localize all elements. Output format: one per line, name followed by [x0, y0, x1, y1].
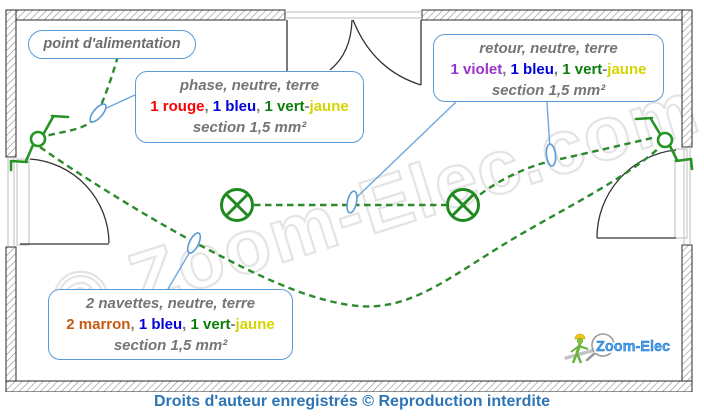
phase-callout-line1: phase, neutre, terre — [179, 77, 320, 94]
cable-marker-supply — [89, 103, 107, 123]
wire-segment: , — [182, 316, 191, 333]
left-door — [20, 158, 110, 245]
supply-point-label: point d'alimentation — [43, 36, 181, 52]
room-walls — [5, 9, 693, 392]
navettes-callout-wires: 2 marron, 1 bleu, 1 vert-jaune — [49, 314, 292, 335]
wire-segment: - — [304, 98, 310, 115]
retour-callout-line3: section 1,5 mm² — [491, 82, 606, 99]
logo-text: Zoom-Elec — [596, 339, 670, 355]
wire-segment: , — [256, 98, 265, 115]
wire-segment: , — [553, 61, 563, 78]
wire-segment: 1 bleu — [138, 316, 183, 333]
wire-segment: 2 marron — [66, 316, 131, 333]
doors — [20, 19, 677, 245]
navettes-callout: 2 navettes, neutre, terre 2 marron, 1 bl… — [48, 289, 293, 360]
wall-top-left — [5, 9, 286, 21]
right-door-leaf — [674, 148, 688, 239]
top-double-door — [286, 19, 422, 86]
right-door — [596, 149, 677, 239]
retour-callout-wires: 1 violet, 1 bleu, 1 vert-jaune — [434, 59, 663, 80]
callout-leaders — [101, 94, 551, 290]
door-frames — [7, 11, 691, 247]
wire-segment: 1 vert — [562, 61, 603, 78]
wire-segment: jaune — [607, 61, 647, 78]
cable-markers — [89, 103, 557, 254]
cable-marker-lamp-link — [346, 190, 358, 214]
wire-segment: jaune — [235, 316, 275, 333]
cable-marker-navettes — [186, 232, 202, 254]
phase-callout-line3: section 1,5 mm² — [192, 119, 307, 136]
magnifier-icon — [585, 333, 615, 362]
retour-callout: retour, neutre, terre 1 violet, 1 bleu, … — [433, 34, 664, 102]
wall-bottom — [5, 380, 693, 392]
lamps — [220, 188, 480, 222]
wire-segment: 1 vert — [190, 316, 231, 333]
supply-point-callout: point d'alimentation — [28, 30, 196, 59]
lamp-icon-right — [446, 188, 480, 222]
wire-segment: 1 bleu — [212, 98, 257, 115]
navettes-callout-line1: 2 navettes, neutre, terre — [85, 295, 256, 312]
wall-left-upper — [5, 9, 17, 158]
wire-segment: 1 violet — [450, 61, 503, 78]
wall-right-upper — [681, 9, 693, 148]
wire-segment: - — [230, 316, 236, 333]
switch-icon-right — [634, 116, 694, 171]
cable-marker-retour — [545, 143, 557, 167]
mascot-icon — [570, 333, 589, 364]
wire-segment: 1 vert — [264, 98, 305, 115]
logo-text-halo: Zoom-Elec — [596, 339, 670, 355]
copyright-caption: Droits d'auteur enregistrés © Reproducti… — [153, 393, 551, 410]
phase-callout: phase, neutre, terre 1 rouge, 1 bleu, 1 … — [135, 71, 364, 143]
phase-callout-wires: 1 rouge, 1 bleu, 1 vert-jaune — [136, 96, 363, 117]
switch-icon-left — [9, 114, 70, 172]
logo: Zoom-Elec Zoom-Elec — [564, 333, 672, 364]
left-door-leaf — [16, 158, 30, 246]
wire-segment: jaune — [309, 98, 349, 115]
wall-left-lower — [5, 246, 17, 382]
lamp-icon-left — [220, 188, 254, 222]
switches — [9, 114, 694, 172]
wire-segment: , — [130, 316, 139, 333]
wall-right-lower — [681, 244, 693, 382]
wire-segment: , — [502, 61, 511, 78]
navettes-callout-line3: section 1,5 mm² — [113, 337, 228, 354]
wire-segment: - — [602, 61, 608, 78]
cable-supply — [45, 55, 120, 138]
cable-navettes — [39, 146, 660, 308]
wall-top-right — [421, 9, 693, 21]
wire-segment: 1 bleu — [510, 61, 554, 78]
retour-callout-line1: retour, neutre, terre — [479, 40, 618, 57]
wire-segment: 1 rouge — [150, 98, 205, 115]
wire-segment: , — [204, 98, 213, 115]
